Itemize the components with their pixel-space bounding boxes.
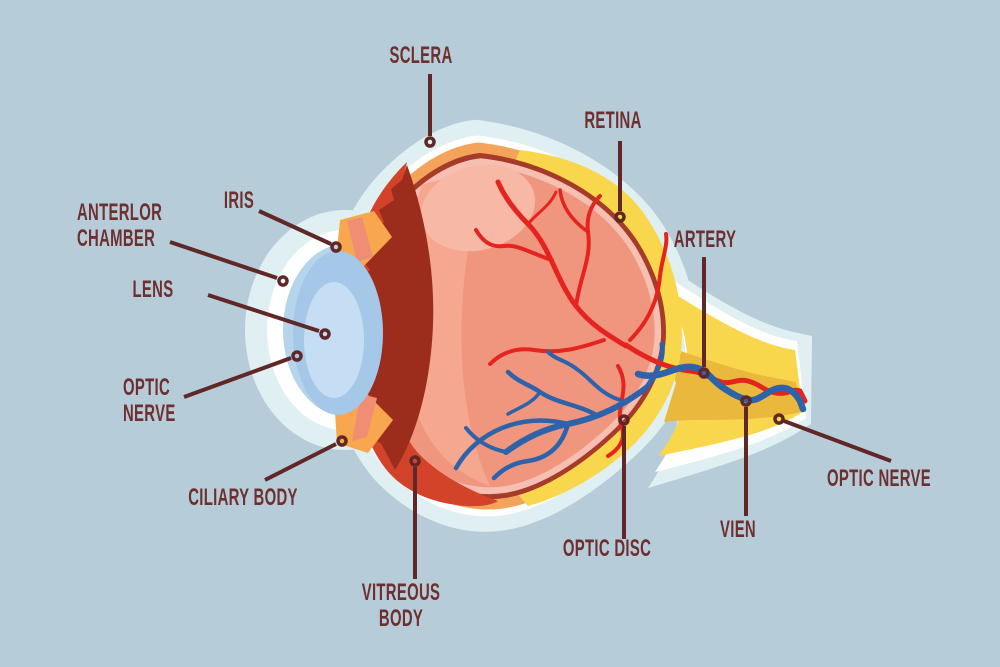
label-iris: IRIS: [223, 187, 255, 214]
retinal-arteries: [474, 179, 669, 458]
lens-inner: [304, 282, 364, 398]
leader-anterior-chamber: [169, 240, 289, 287]
ciliary-dark-crescent: [350, 165, 434, 470]
leader-iris: [258, 209, 342, 253]
lens: [293, 251, 383, 415]
label-vitreous-body: VITREOUS BODY: [361, 579, 441, 632]
label-vein: VIEN: [720, 516, 756, 543]
retinal-veins: [453, 341, 665, 481]
leader-retina: [614, 141, 626, 223]
label-lens: LENS: [132, 276, 174, 303]
leader-ciliary-body: [264, 435, 348, 482]
central-retinal-vein: [634, 363, 807, 413]
label-artery: ARTERY: [673, 226, 737, 253]
leader-sclera: [424, 74, 436, 148]
leader-vein: [740, 395, 752, 516]
iris-salmon-strip-bottom: [352, 394, 377, 441]
leader-vitreous-body: [409, 455, 421, 579]
label-optic-disc: OPTIC DISC: [562, 535, 652, 562]
leader-artery: [698, 257, 710, 379]
label-optic-nerve-right: OPTIC NERVE: [826, 465, 932, 492]
label-sclera: SCLERA: [389, 42, 453, 69]
iris-salmon-strip-top: [347, 217, 373, 262]
label-anterior-chamber: ANTERLOR CHAMBER: [77, 199, 163, 252]
label-retina: RETINA: [584, 107, 642, 134]
eyeball-yellow-crescent: [514, 150, 682, 506]
leader-optic-disc: [618, 414, 630, 539]
leader-optic-nerve-right: [773, 413, 892, 463]
leader-lens: [207, 293, 331, 340]
label-ciliary-body: CILIARY BODY: [188, 484, 298, 511]
vitreous-highlight: [420, 164, 536, 252]
leader-optic-nerve-left: [183, 350, 303, 399]
leader-lines: [169, 74, 892, 579]
label-optic-nerve-left: OPTIC NERVE: [123, 374, 176, 427]
optic-nerve-vessels: [623, 342, 808, 413]
